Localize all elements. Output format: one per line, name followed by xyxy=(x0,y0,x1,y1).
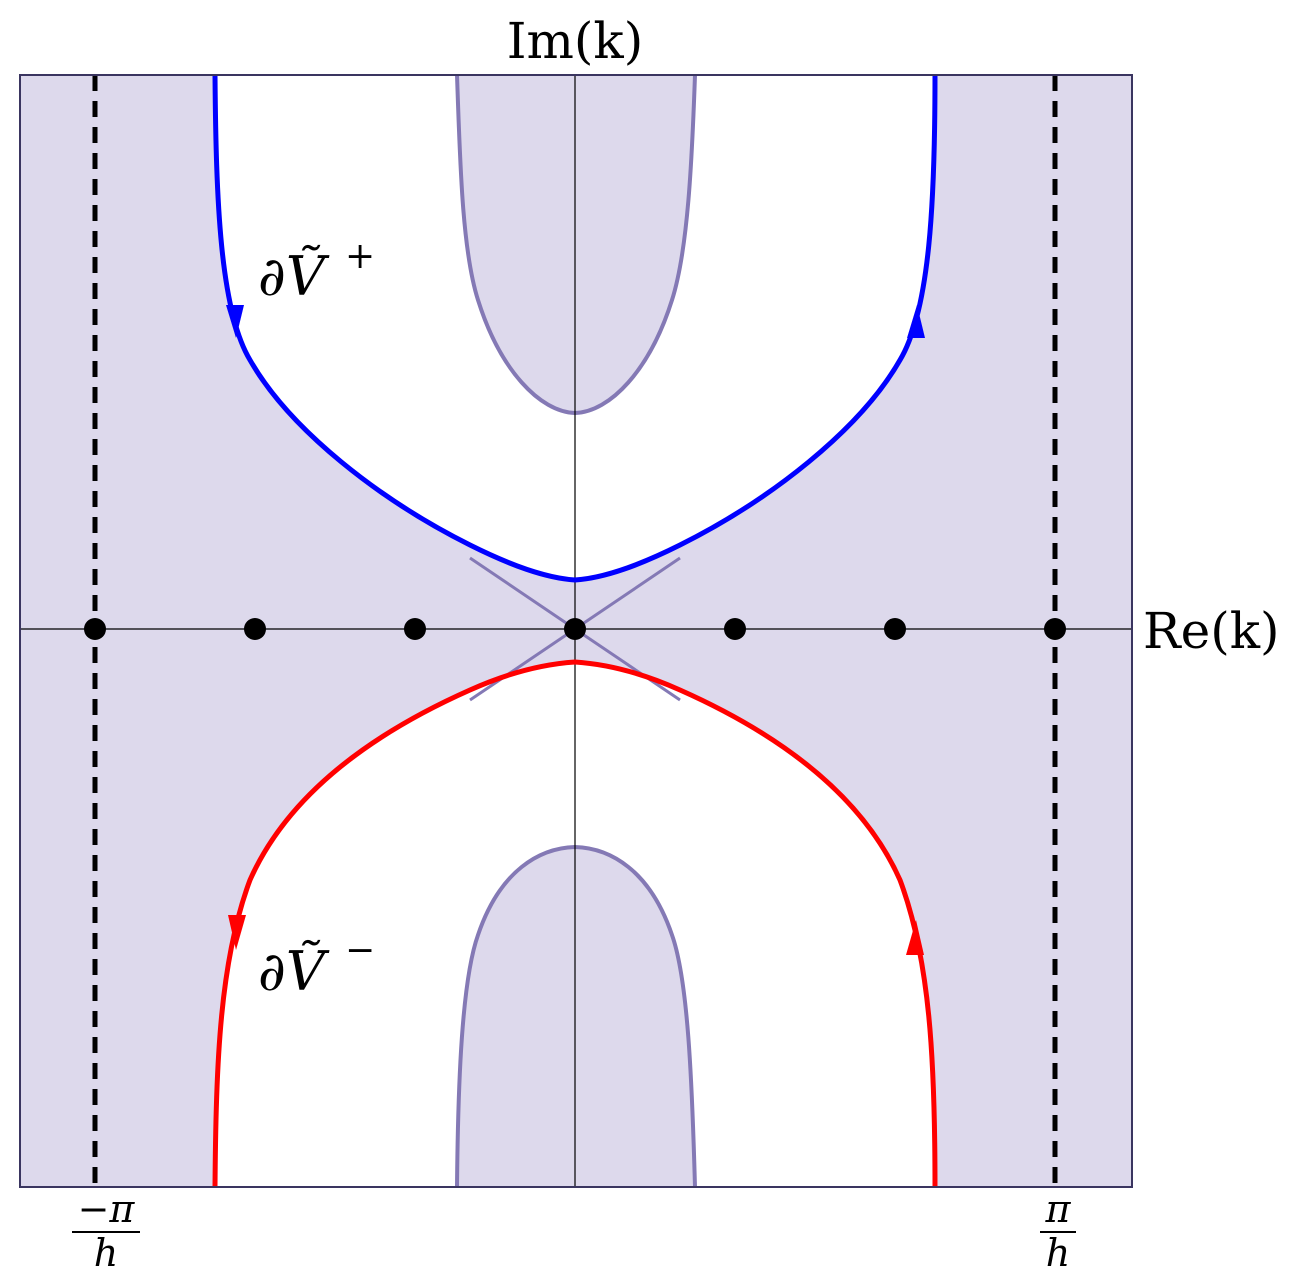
real-axis-point-3 xyxy=(564,618,586,640)
real-axis-point-6 xyxy=(1044,618,1066,640)
real-axis-points xyxy=(84,618,1066,640)
contour-lower xyxy=(212,659,938,1187)
real-axis-point-2 xyxy=(404,618,426,640)
real-axis-point-0 xyxy=(84,618,106,640)
left-tick-numerator: −π xyxy=(78,1187,136,1231)
real-axis-label: Re(k) xyxy=(1143,602,1280,660)
right-tick-denominator: h xyxy=(1046,1231,1070,1275)
contour-lower-label: ∂Ṽ xyxy=(258,939,330,1003)
contour-upper xyxy=(212,75,938,583)
arrow-lower-right xyxy=(906,920,924,955)
imaginary-axis-label: Im(k) xyxy=(507,12,643,70)
arrow-upper-right xyxy=(907,305,925,338)
arrow-upper-left xyxy=(226,305,244,338)
real-axis-point-5 xyxy=(884,618,906,640)
left-tick-denominator: h xyxy=(94,1231,118,1275)
plot-frame xyxy=(19,74,1133,1188)
contour-upper-label: ∂Ṽ xyxy=(258,244,330,308)
contour-upper-superscript: + xyxy=(345,236,375,277)
real-axis-point-1 xyxy=(244,618,266,640)
arrow-lower-left xyxy=(228,915,246,950)
right-tick-numerator: π xyxy=(1045,1187,1072,1231)
real-axis-point-4 xyxy=(724,618,746,640)
contour-lower-superscript: − xyxy=(345,930,375,971)
